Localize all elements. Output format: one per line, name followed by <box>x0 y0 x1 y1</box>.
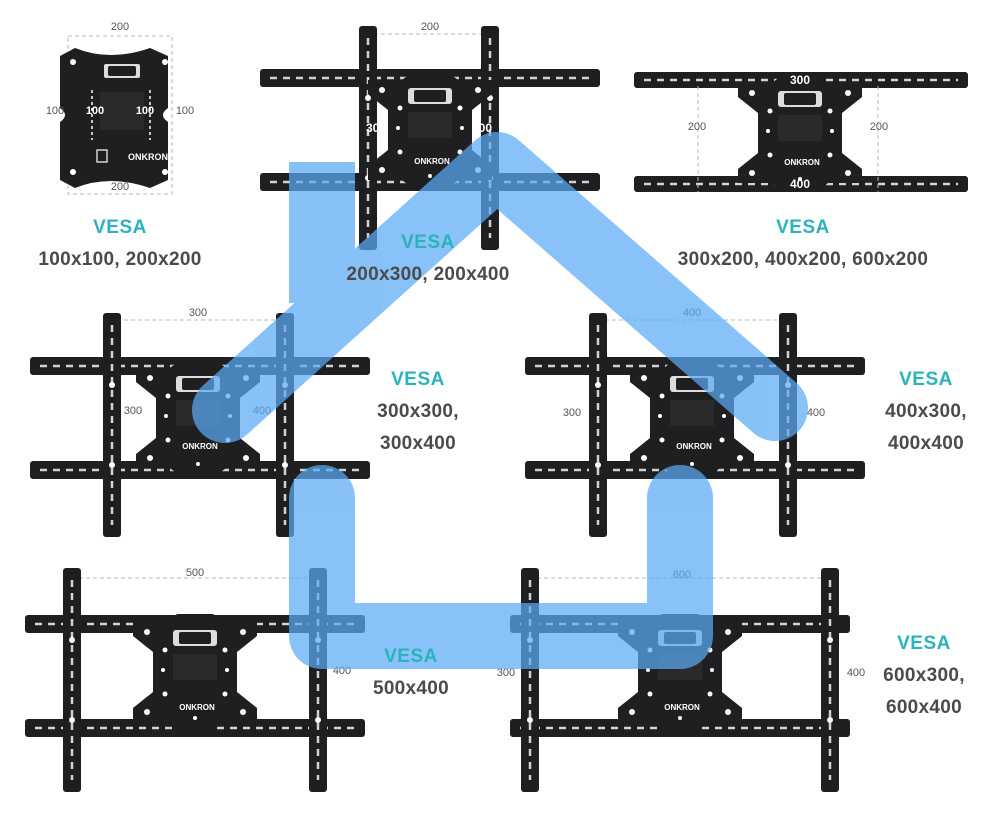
dim-left: 300 <box>497 667 515 679</box>
dim-left: 100 <box>46 105 64 117</box>
dim-right: 400 <box>807 407 825 419</box>
dim-left: 300 <box>124 405 142 417</box>
dim-inner-right: 100 <box>136 105 154 117</box>
dim-right: 200 <box>870 121 888 133</box>
brand-logo-text: ONKRON <box>179 703 215 712</box>
vesa-sizes: 300x300, <box>377 401 459 422</box>
vesa-sizes: 400x400 <box>887 433 965 454</box>
dim-left: 300 <box>563 407 581 419</box>
brand-logo-text: ONKRON <box>676 442 712 451</box>
caption-300x400: VESA 300x300, 300x400 <box>348 364 488 460</box>
vesa-sizes: 100x100, 200x200 <box>38 249 202 270</box>
dim-right: 400 <box>847 667 865 679</box>
vesa-sizes: 300x200, 400x200, 600x200 <box>677 249 929 270</box>
caption-400x400: VESA 400x300, 400x400 <box>856 364 996 460</box>
vesa-label: VESA <box>776 217 830 238</box>
dim-top: 200 <box>421 21 439 33</box>
vesa-label: VESA <box>93 217 147 238</box>
vesa-sizes: 500x400 <box>372 678 450 699</box>
vesa-label: VESA <box>401 232 455 253</box>
dim-top: 200 <box>111 21 129 33</box>
dim-bottom: 400 <box>790 177 810 191</box>
bracket-600x200: 300 400 200 200 ONKRON <box>634 72 968 192</box>
vesa-sizes: 400x300, <box>885 401 967 422</box>
dim-top: 300 <box>790 73 810 87</box>
brand-logo-text: ONKRON <box>784 158 820 167</box>
house-outline-overlay <box>192 132 808 669</box>
bracket-200x400: 200 300 400 ONKRON <box>258 21 602 252</box>
dim-top: 500 <box>186 567 204 579</box>
dim-bottom: 200 <box>111 181 129 193</box>
vesa-sizes: 600x300, <box>883 665 965 686</box>
caption-600x200: VESA 300x200, 400x200, 600x200 <box>648 212 958 276</box>
brand-logo-text: ONKRON <box>664 703 700 712</box>
dim-left: 200 <box>688 121 706 133</box>
caption-500x400: VESA 500x400 <box>346 641 476 705</box>
vesa-sizes: 600x400 <box>885 697 963 718</box>
caption-100x100: VESA 100x100, 200x200 <box>20 212 220 276</box>
dim-inner-left: 100 <box>86 105 104 117</box>
dim-top: 300 <box>189 307 207 319</box>
vesa-label: VESA <box>897 633 951 654</box>
dim-left: 300 <box>366 121 386 135</box>
brand-logo-text: ONKRON <box>414 157 450 166</box>
dim-right: 100 <box>176 105 194 117</box>
brand-logo-text: ONKRON <box>182 442 218 451</box>
dim-right: 400 <box>472 121 492 135</box>
brand-logo-text: ONKRON <box>128 152 168 162</box>
vesa-sizes: 200x300, 200x400 <box>346 264 510 285</box>
caption-600x400: VESA 600x300, 600x400 <box>858 628 990 724</box>
vesa-label: VESA <box>899 369 953 390</box>
bracket-100x100: ONKRON 200 200 100 100 100 100 <box>46 21 194 195</box>
vesa-label: VESA <box>391 369 445 390</box>
vesa-label: VESA <box>384 646 438 667</box>
caption-200x400: VESA 200x300, 200x400 <box>318 227 538 291</box>
vesa-sizes: 300x400 <box>379 433 457 454</box>
